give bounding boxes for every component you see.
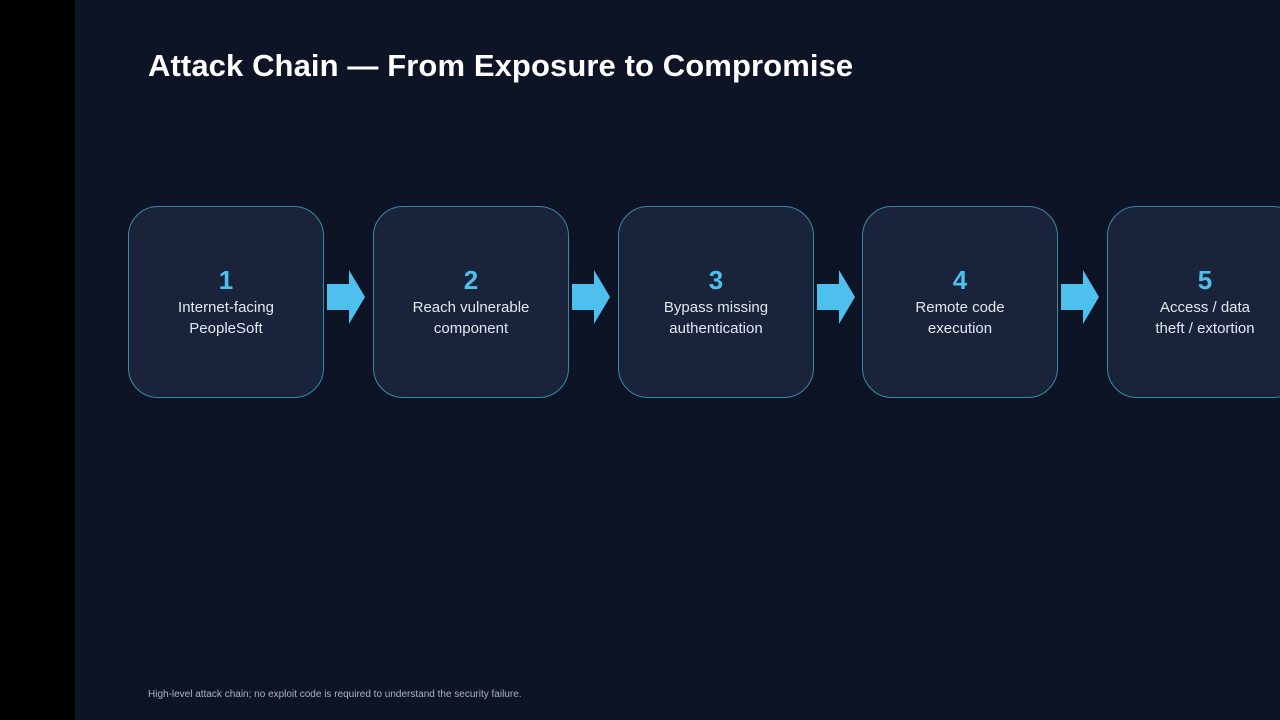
step-label-line: PeopleSoft (189, 320, 263, 337)
step-label-line: Internet-facing (178, 299, 274, 316)
step-label: Bypass missing authentication (641, 297, 791, 339)
step-number: 2 (463, 265, 479, 295)
arrow-right-icon (1061, 270, 1099, 324)
step-label-line: authentication (669, 320, 763, 337)
step-label: Reach vulnerable component (396, 297, 546, 339)
step-box-5: 5 Access / data theft / extortion (1107, 206, 1280, 398)
step-label-line: theft / extortion (1155, 320, 1255, 337)
footer-note: High-level attack chain; no exploit code… (148, 689, 522, 700)
step-number: 4 (952, 265, 968, 295)
left-letterbox (0, 0, 75, 720)
step-label-line: Remote code (915, 299, 1005, 316)
arrow-right-icon (572, 270, 610, 324)
step-number: 1 (218, 265, 234, 295)
step-label-line: component (433, 320, 509, 337)
step-label: Access / data theft / extortion (1130, 297, 1280, 339)
step-label-line: Bypass missing (663, 299, 769, 316)
step-label-line: Reach vulnerable (412, 299, 530, 316)
step-number: 3 (708, 265, 724, 295)
step-label: Remote code execution (885, 297, 1035, 339)
slide-title: Attack Chain — From Exposure to Compromi… (148, 48, 854, 83)
step-label-line: Access / data (1159, 299, 1251, 316)
step-number: 5 (1197, 265, 1213, 295)
step-label: Internet-facing PeopleSoft (151, 297, 301, 339)
step-box-2: 2 Reach vulnerable component (373, 206, 569, 398)
step-box-1: 1 Internet-facing PeopleSoft (128, 206, 324, 398)
arrow-right-icon (327, 270, 365, 324)
arrow-right-icon (817, 270, 855, 324)
slide-canvas: Attack Chain — From Exposure to Compromi… (75, 0, 1280, 720)
step-box-3: 3 Bypass missing authentication (618, 206, 814, 398)
step-box-4: 4 Remote code execution (862, 206, 1058, 398)
step-label-line: execution (927, 320, 993, 337)
